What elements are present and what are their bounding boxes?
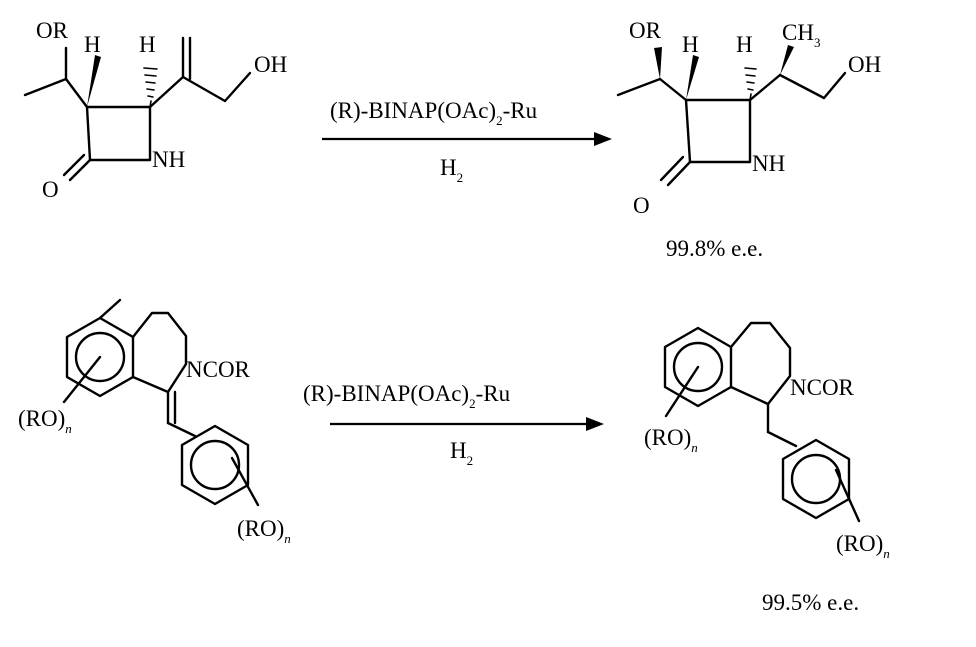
nh-label: NH (752, 151, 785, 176)
reagent-label: (R)-BINAP(OAc)2-Ru (303, 381, 511, 411)
or-label: OR (629, 18, 662, 43)
reactant-1-structure: OR H H OH NH O (23, 18, 287, 202)
ro-label: (RO)n (18, 406, 72, 436)
ee-value: 99.8% e.e. (666, 236, 763, 261)
methyl-label: CH3 (782, 20, 820, 50)
product-2-structure: NCOR (RO)n (RO)n 99.5% e.e. (644, 321, 890, 615)
reaction-arrow-2: (R)-BINAP(OAc)2-Ru H2 (303, 381, 604, 468)
h-label: H (84, 32, 101, 57)
oh-label: OH (254, 52, 287, 77)
ro-label: (RO)n (836, 531, 890, 561)
reactant-2-structure: NCOR (RO)n (RO)n (18, 298, 291, 546)
nh-label: NH (152, 147, 185, 172)
ro-label: (RO)n (644, 425, 698, 455)
or-label: OR (36, 18, 69, 43)
reagent-label: (R)-BINAP(OAc)2-Ru (330, 98, 538, 128)
ncor-label: NCOR (790, 375, 855, 400)
oh-label: OH (848, 52, 881, 77)
ro-label: (RO)n (237, 516, 291, 546)
carbonyl-oxygen-label: O (633, 193, 650, 218)
h-label: H (682, 32, 699, 57)
reaction-arrow-1: (R)-BINAP(OAc)2-Ru H2 (322, 98, 612, 185)
ee-value: 99.5% e.e. (762, 590, 859, 615)
product-1-structure: OR H H CH3 OH NH O 99.8% e.e. (616, 18, 881, 261)
h-label: H (139, 32, 156, 57)
h-label: H (736, 32, 753, 57)
hydrogen-label: H2 (450, 438, 473, 468)
carbonyl-oxygen-label: O (42, 177, 59, 202)
ncor-label: NCOR (186, 357, 251, 382)
hydrogen-label: H2 (440, 155, 463, 185)
